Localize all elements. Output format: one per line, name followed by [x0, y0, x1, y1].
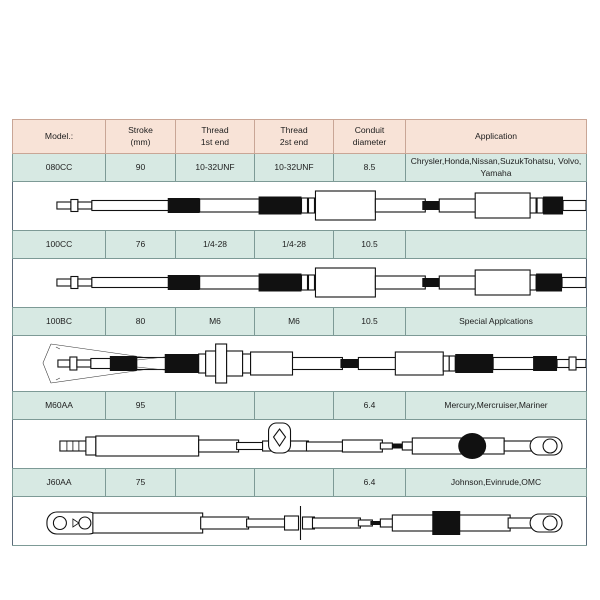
- column-header-application: Application: [405, 119, 587, 154]
- cell-conduit-diameter: 10.5: [333, 230, 406, 259]
- column-header-model: Model.:: [12, 119, 106, 154]
- cell-stroke: 90: [105, 153, 176, 182]
- table-row: 080CC 90 10-32UNF 10-32UNF 8.5 Chrysler,…: [12, 153, 587, 182]
- cell-model: 100BC: [12, 307, 106, 336]
- cable-m60aa-svg: [59, 422, 563, 459]
- cell-thread-1st-end: M6: [175, 307, 255, 336]
- column-header-thread-2st-end: Thread 2st end: [254, 119, 334, 154]
- cell-stroke: 95: [105, 391, 176, 420]
- cable-diagram-100bc: [12, 335, 587, 392]
- cable-diagram-j60aa: [12, 496, 587, 546]
- column-header-stroke-line2: (mm): [130, 136, 151, 147]
- table-row: 100BC 80 M6 M6 10.5 Special Applcations: [12, 307, 587, 336]
- column-header-model-line1: Model.:: [44, 130, 74, 141]
- cable-drawing: [13, 420, 586, 468]
- cell-thread-2st-end: [254, 391, 334, 420]
- cable-specification-table: Model.: Stroke (mm) Thread 1st end Threa…: [12, 119, 587, 546]
- cell-application: Chrysler,Honda,Nissan,SuzukTohatsu, Volv…: [405, 153, 587, 182]
- table-row: 100CC 76 1/4-28 1/4-28 10.5: [12, 230, 587, 259]
- cell-model: 080CC: [12, 153, 106, 182]
- cell-stroke: 75: [105, 468, 176, 497]
- cable-100bc-svg: [42, 343, 586, 384]
- table-header-row: Model.: Stroke (mm) Thread 1st end Threa…: [12, 119, 587, 154]
- cell-thread-2st-end: M6: [254, 307, 334, 336]
- cell-stroke: 76: [105, 230, 176, 259]
- column-header-application-line1: Application: [474, 130, 518, 141]
- diagram-row: [12, 181, 587, 231]
- diagram-row: [12, 335, 587, 392]
- cable-drawing: [13, 497, 586, 545]
- cell-application: [405, 230, 587, 259]
- column-header-thread2-line1: Thread: [280, 125, 308, 136]
- column-header-conduit-line1: Conduit: [354, 125, 385, 136]
- cell-application: Special Applcations: [405, 307, 587, 336]
- diagram-row: [12, 258, 587, 308]
- column-header-thread2-line2: 2st end: [279, 136, 309, 147]
- cell-application: Mercury,Mercruiser,Mariner: [405, 391, 587, 420]
- cable-drawing: [13, 259, 586, 307]
- cell-thread-1st-end: [175, 391, 255, 420]
- cable-080cc-svg: [56, 190, 586, 221]
- cell-model: M60AA: [12, 391, 106, 420]
- cell-application: Johnson,Evinrude,OMC: [405, 468, 587, 497]
- column-header-thread1-line2: 1st end: [200, 136, 230, 147]
- cell-thread-1st-end: [175, 468, 255, 497]
- diagram-row: [12, 419, 587, 469]
- cell-thread-2st-end: 1/4-28: [254, 230, 334, 259]
- cable-j60aa-svg: [46, 506, 563, 540]
- cell-thread-1st-end: 1/4-28: [175, 230, 255, 259]
- column-header-conduit-line2: diameter: [352, 136, 387, 147]
- column-header-stroke-line1: Stroke: [128, 125, 153, 136]
- column-header-thread-1st-end: Thread 1st end: [175, 119, 255, 154]
- cable-drawing: [13, 182, 586, 230]
- column-header-stroke: Stroke (mm): [105, 119, 176, 154]
- cable-diagram-080cc: [12, 181, 587, 231]
- cell-conduit-diameter: 6.4: [333, 468, 406, 497]
- cable-diagram-m60aa: [12, 419, 587, 469]
- cable-diagram-100cc: [12, 258, 587, 308]
- column-header-thread1-line1: Thread: [201, 125, 229, 136]
- diagram-row: [12, 496, 587, 546]
- table-row: J60AA 75 6.4 Johnson,Evinrude,OMC: [12, 468, 587, 497]
- cell-model: 100CC: [12, 230, 106, 259]
- cable-drawing: [13, 336, 586, 391]
- table-row: M60AA 95 6.4 Mercury,Mercruiser,Mariner: [12, 391, 587, 420]
- cell-stroke: 80: [105, 307, 176, 336]
- cell-conduit-diameter: 8.5: [333, 153, 406, 182]
- cell-thread-2st-end: [254, 468, 334, 497]
- cell-thread-2st-end: 10-32UNF: [254, 153, 334, 182]
- cell-model: J60AA: [12, 468, 106, 497]
- cable-100cc-svg: [56, 267, 586, 298]
- column-header-conduit-diameter: Conduit diameter: [333, 119, 406, 154]
- cell-thread-1st-end: 10-32UNF: [175, 153, 255, 182]
- cell-conduit-diameter: 10.5: [333, 307, 406, 336]
- cell-conduit-diameter: 6.4: [333, 391, 406, 420]
